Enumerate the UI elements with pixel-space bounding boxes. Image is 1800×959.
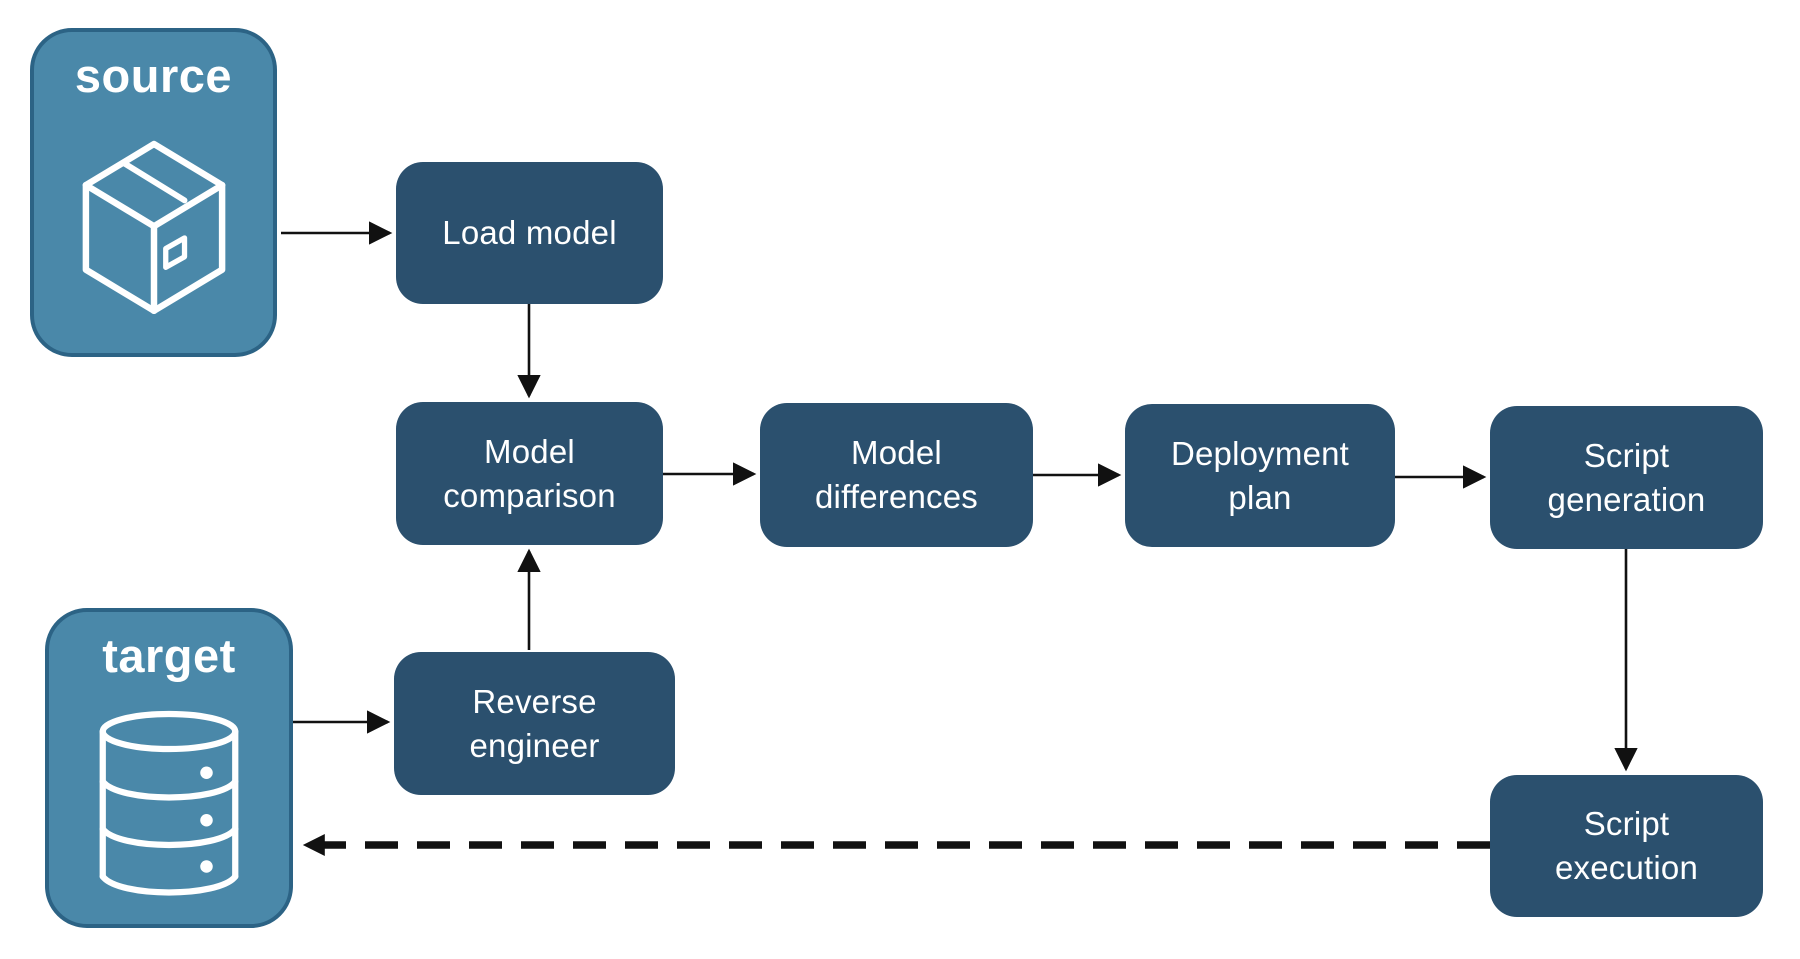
database-icon <box>99 710 239 895</box>
node-source: source <box>30 28 277 357</box>
source-label: source <box>74 49 233 102</box>
node-script-execution: Script execution <box>1490 775 1763 917</box>
node-script-generation: Script generation <box>1490 406 1763 549</box>
node-model-comparison: Model comparison <box>396 402 663 545</box>
model-differences-label: Model differences <box>814 434 979 515</box>
package-icon <box>82 140 225 315</box>
reverse-engineer-label: Reverse engineer <box>469 682 600 764</box>
node-load-model: Load model <box>396 162 663 304</box>
script-execution-label: Script execution <box>1554 805 1699 886</box>
node-target: target <box>45 608 293 928</box>
node-model-differences: Model differences <box>760 403 1033 547</box>
script-generation-label: Script generation <box>1547 436 1706 518</box>
load-model-label: Load model <box>442 214 617 252</box>
node-reverse-engineer: Reverse engineer <box>394 652 675 795</box>
target-label: target <box>102 629 236 682</box>
node-deployment-plan: Deployment plan <box>1125 404 1395 547</box>
source-icon-area <box>34 103 273 353</box>
model-comparison-label: Model comparison <box>443 432 616 514</box>
deployment-plan-label: Deployment plan <box>1170 434 1350 516</box>
target-icon-area <box>49 683 289 924</box>
